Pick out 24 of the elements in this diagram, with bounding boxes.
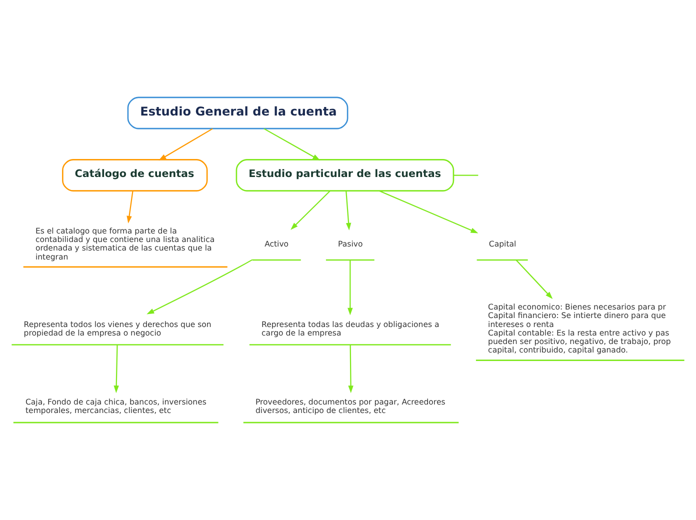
arrow (516, 260, 553, 300)
arrow (146, 259, 253, 314)
arrow (348, 260, 353, 316)
node-box: Estudio particular de las cuentas (236, 159, 454, 192)
node-text: Capital (488, 239, 516, 248)
arrow (348, 345, 354, 394)
connector (454, 174, 478, 176)
node-box: Catálogo de cuentas (62, 159, 208, 192)
node-text: Proveedores, documentos por pagar, Acreedores diversos, anticipo de clientes, etc (255, 398, 446, 416)
node-text: Activo (264, 239, 289, 248)
arrow (290, 190, 330, 230)
arrow (114, 345, 119, 394)
node-text: Representa todas las deudas y obligaciones a cargo de la empresa (262, 320, 440, 338)
arrow (264, 128, 320, 160)
arrow (346, 191, 352, 230)
node-text: Capital economico: Bienes necesarios para pr Capital financiero: Se intierte dinero para que intereses o renta Capital contable: Es la resta entre activo y pas pueden ser positivo, negativo, de trabajo, prop capital, contribuido, capital ganado. (488, 302, 671, 355)
node-text: Representa todos los vienes y derechos que son propiedad de la empresa o negocio (24, 320, 212, 338)
arrow (126, 191, 134, 224)
node-text: Es el catalogo que forma parte de la contabilidad y que contiene una lista analitica ordenada y sistematica de las cuentas que la integran (35, 226, 215, 262)
node-box: Estudio General de la cuenta (127, 96, 348, 130)
node-text: Caja, Fondo de caja chica, bancos, inversiones temporales, mercancias, clientes, etc (26, 398, 206, 416)
arrow (158, 128, 213, 160)
node-text: Pasivo (338, 239, 363, 248)
arrow (379, 190, 478, 234)
